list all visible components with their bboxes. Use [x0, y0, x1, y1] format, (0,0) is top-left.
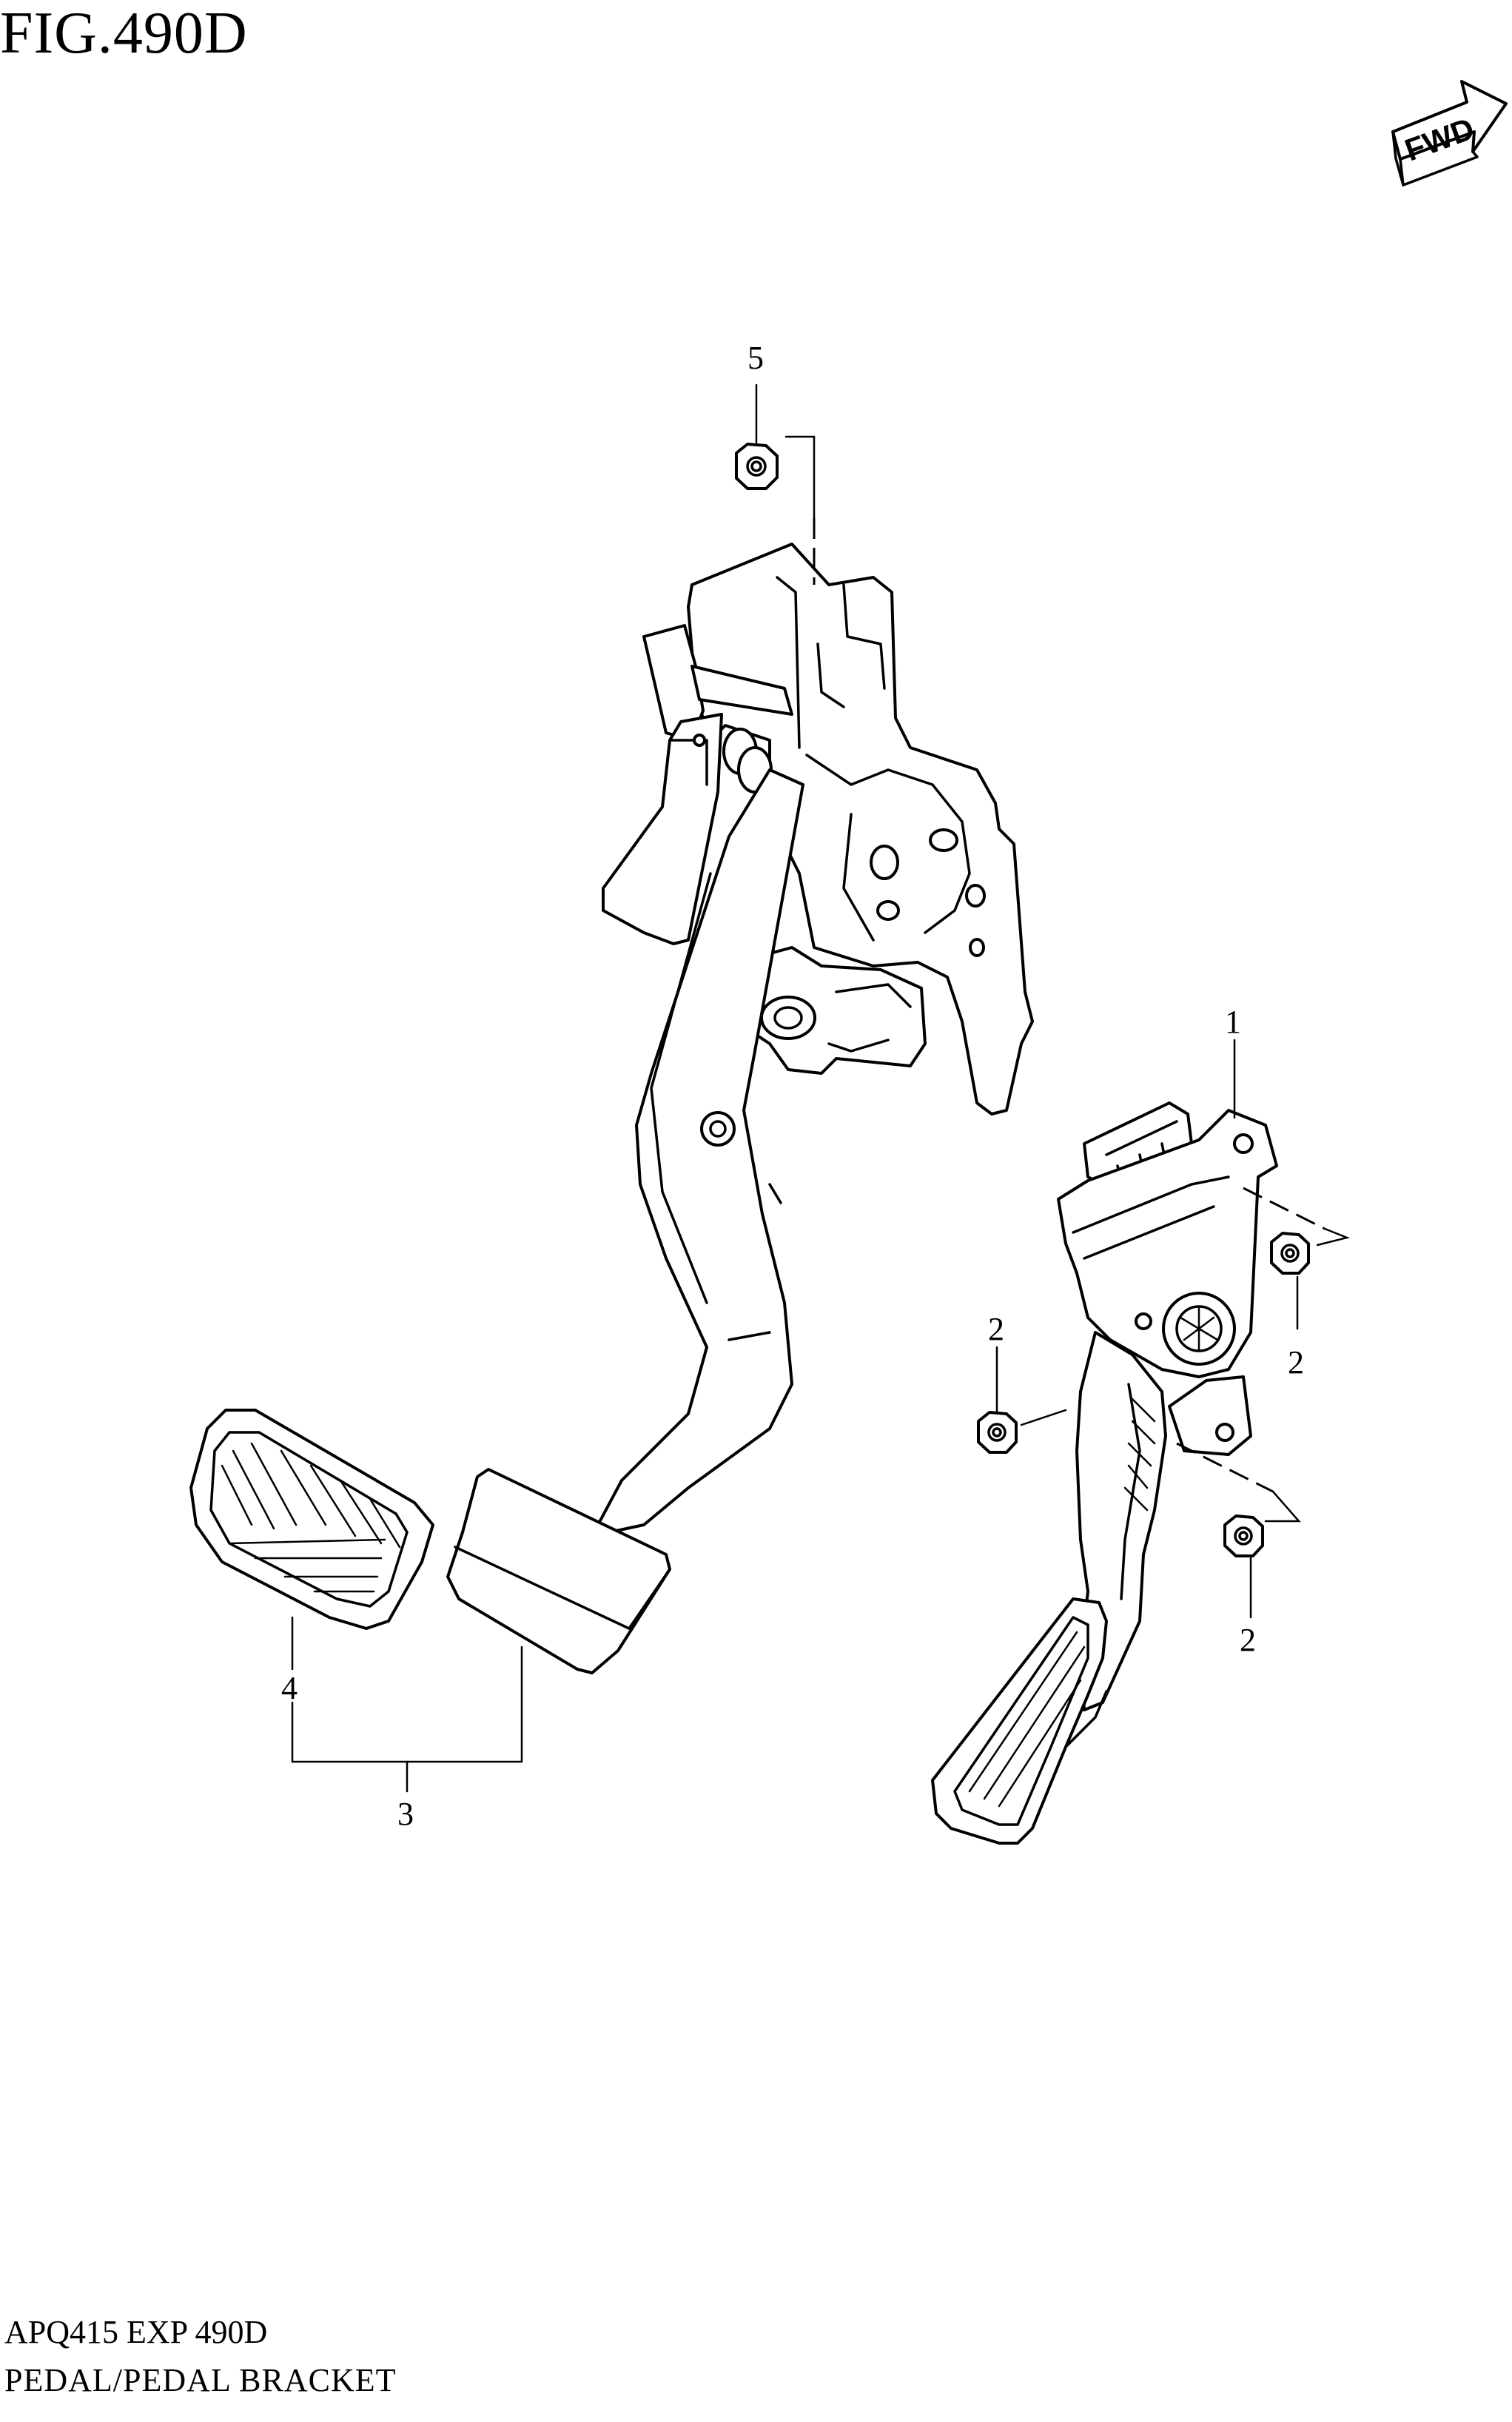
figure-title: FIG.490D	[0, 1, 248, 66]
callout-5: 5	[747, 340, 764, 376]
figure-code: APQ415 EXP 490D	[4, 2314, 268, 2350]
nut-part-2-left	[977, 1411, 1018, 1454]
callout-3: 3	[397, 1796, 414, 1832]
callout-4: 4	[281, 1670, 298, 1706]
callout-2-lower: 2	[1240, 1622, 1256, 1658]
callout-1: 1	[1225, 1004, 1241, 1040]
callout-2-upper: 2	[1288, 1344, 1304, 1381]
pedal-rubber-pad	[189, 1409, 434, 1630]
nut-part-2-upper	[1270, 1232, 1310, 1275]
accelerator-pedal	[931, 1101, 1278, 1845]
pedal-bracket	[602, 543, 1034, 1116]
figure-name: PEDAL/PEDAL BRACKET	[4, 2362, 397, 2398]
forward-arrow-icon: FWD	[1391, 80, 1508, 187]
brake-pedal-pad	[446, 1468, 671, 1674]
nut-part-2-lower	[1223, 1514, 1264, 1557]
nut-part-5	[735, 443, 779, 490]
leader-lines	[291, 383, 1351, 1793]
callout-2-left: 2	[988, 1311, 1004, 1347]
